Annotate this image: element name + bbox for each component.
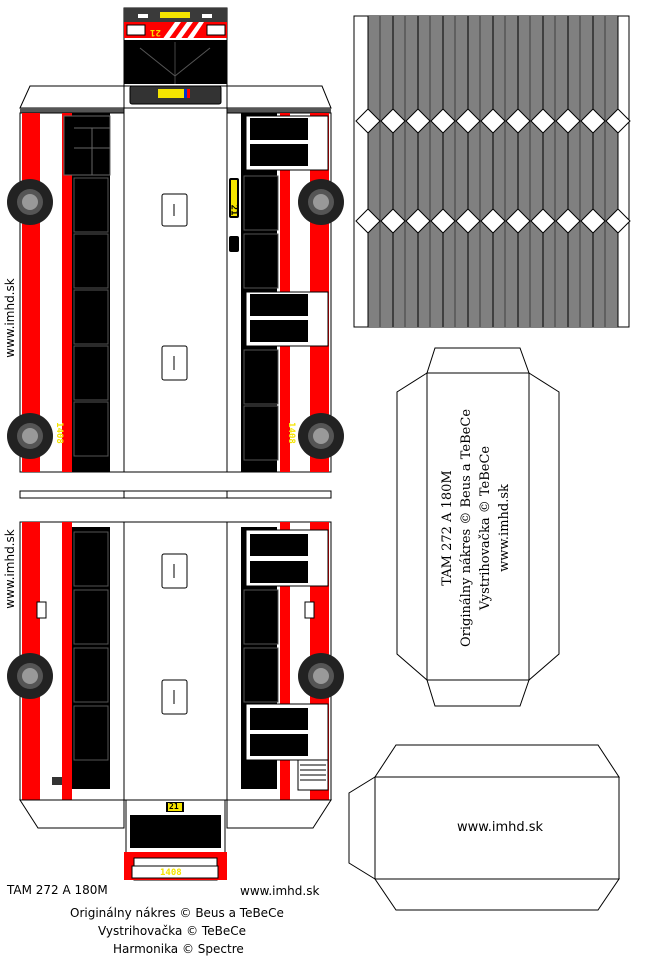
credits-model-title: TAM 272 A 180M	[440, 470, 455, 586]
fleet-number-rear: 1408	[160, 868, 182, 878]
credits-box-text: TAM 272 A 180M Originálny nákres © Beus …	[438, 378, 518, 678]
site-label-vertical-bottom: www.imhd.sk	[3, 529, 17, 609]
bellows-sheet	[353, 15, 631, 328]
rear-face	[124, 799, 227, 881]
credit-bellows: Harmonika © Spectre	[113, 942, 244, 956]
fleet-number-left: 1408	[53, 422, 64, 444]
site-label-vertical-top: www.imhd.sk	[3, 278, 17, 358]
credits-box-net	[396, 347, 560, 707]
rear-section	[7, 521, 344, 829]
credit-original: Originálny nákres © Beus a TeBeCe	[70, 906, 284, 920]
credits-original: Originálny nákres © Beus a TeBeCe	[459, 408, 474, 648]
credits-cutting: Vystrihovačka © TeBeCe	[478, 445, 493, 611]
route-number-rear: 21	[169, 802, 179, 811]
site-caption: www.imhd.sk	[240, 884, 320, 898]
connecting-strip	[19, 490, 332, 499]
fleet-number-right: 1408	[285, 422, 296, 444]
route-number-front: 21	[150, 27, 161, 37]
front-section	[7, 85, 344, 473]
site-box-text: www.imhd.sk	[457, 820, 544, 835]
credit-cutting: Vystrihovačka © TeBeCe	[98, 924, 246, 938]
site-box-net	[348, 744, 620, 911]
front-face	[123, 7, 228, 105]
credits-site: www.imhd.sk	[497, 484, 512, 572]
route-number-side: 21	[228, 204, 239, 216]
model-title: TAM 272 A 180M	[7, 883, 108, 897]
